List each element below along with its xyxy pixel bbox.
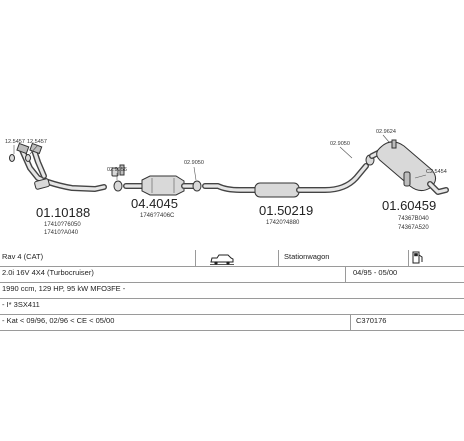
table-row: - I* 3SX411 — [0, 298, 464, 315]
catalytic-converter — [113, 164, 196, 196]
catalyst-note-cell: - Kat < 09/96, 02/96 < CE < 05/00 — [2, 316, 115, 325]
centre-pipe — [192, 163, 369, 198]
rubber-hanger — [111, 167, 119, 177]
rear-silencer-clamp-number: 02.9624 — [376, 129, 396, 135]
front-pipe-part-number: 01.10188 — [36, 205, 90, 220]
years-cell: 04/95 - 05/00 — [353, 268, 398, 277]
front-pipe-oe-ref-2: 17410?A040 — [44, 230, 79, 236]
front-pipe-gasket-1-number: 12.5457 — [5, 139, 25, 145]
rear-silencer-oe-ref-2: 74367A520 — [398, 225, 429, 231]
catalytic-converter-part-number: 04.4045 — [131, 196, 178, 211]
front-pipe-gasket-2-number: 12.5457 — [27, 139, 47, 145]
body-type-cell: Stationwagon — [284, 252, 330, 261]
table-row: 2.0i 16V 4X4 (Turbocruiser) 04/95 - 05/0… — [0, 266, 464, 283]
fuel-pump-icon — [412, 251, 424, 269]
rear-silencer — [365, 139, 449, 195]
engine-cell: 2.0i 16V 4X4 (Turbocruiser) — [2, 268, 94, 277]
engine-spec-cell: 1990 ccm, 129 HP, 95 kW MFO3FE - — [2, 284, 126, 293]
centre-pipe-gasket-number: 02.9050 — [184, 160, 204, 166]
rear-silencer-oe-ref-1: 74367B040 — [398, 216, 429, 222]
exhaust-system-diagram: 12.5457 12.5457 02.9056 02.9050 02.9050 … — [5, 129, 449, 236]
table-row: 1990 ccm, 129 HP, 95 kW MFO3FE - — [0, 282, 464, 299]
centre-pipe-oe-ref: 17420?4880 — [266, 220, 300, 226]
centre-pipe-part-number: 01.50219 — [259, 203, 313, 218]
rear-silencer-gasket-number: 02.9050 — [330, 141, 350, 147]
gasket-2 — [25, 154, 31, 162]
reference-code-cell: C370176 — [356, 316, 387, 325]
model-cell: Rav 4 (CAT) — [2, 252, 44, 261]
table-row: - Kat < 09/96, 02/96 < CE < 05/00 C37017… — [0, 314, 464, 331]
table-row: Rav 4 (CAT) Stationwagon — [0, 250, 464, 267]
car-body-icon — [210, 252, 234, 270]
rear-silencer-hanger-number: C2.5454 — [426, 169, 447, 175]
gasket-1 — [9, 154, 15, 162]
chassis-code-cell: - I* 3SX411 — [2, 300, 40, 309]
catalytic-converter-gasket-number: 02.9056 — [107, 167, 127, 173]
catalytic-converter-oe-ref: 1746?7406C — [140, 213, 175, 219]
front-pipe-oe-ref-1: 17410?76050 — [44, 222, 81, 228]
front-pipe — [16, 142, 107, 192]
rear-silencer-part-number: 01.60459 — [382, 198, 436, 213]
